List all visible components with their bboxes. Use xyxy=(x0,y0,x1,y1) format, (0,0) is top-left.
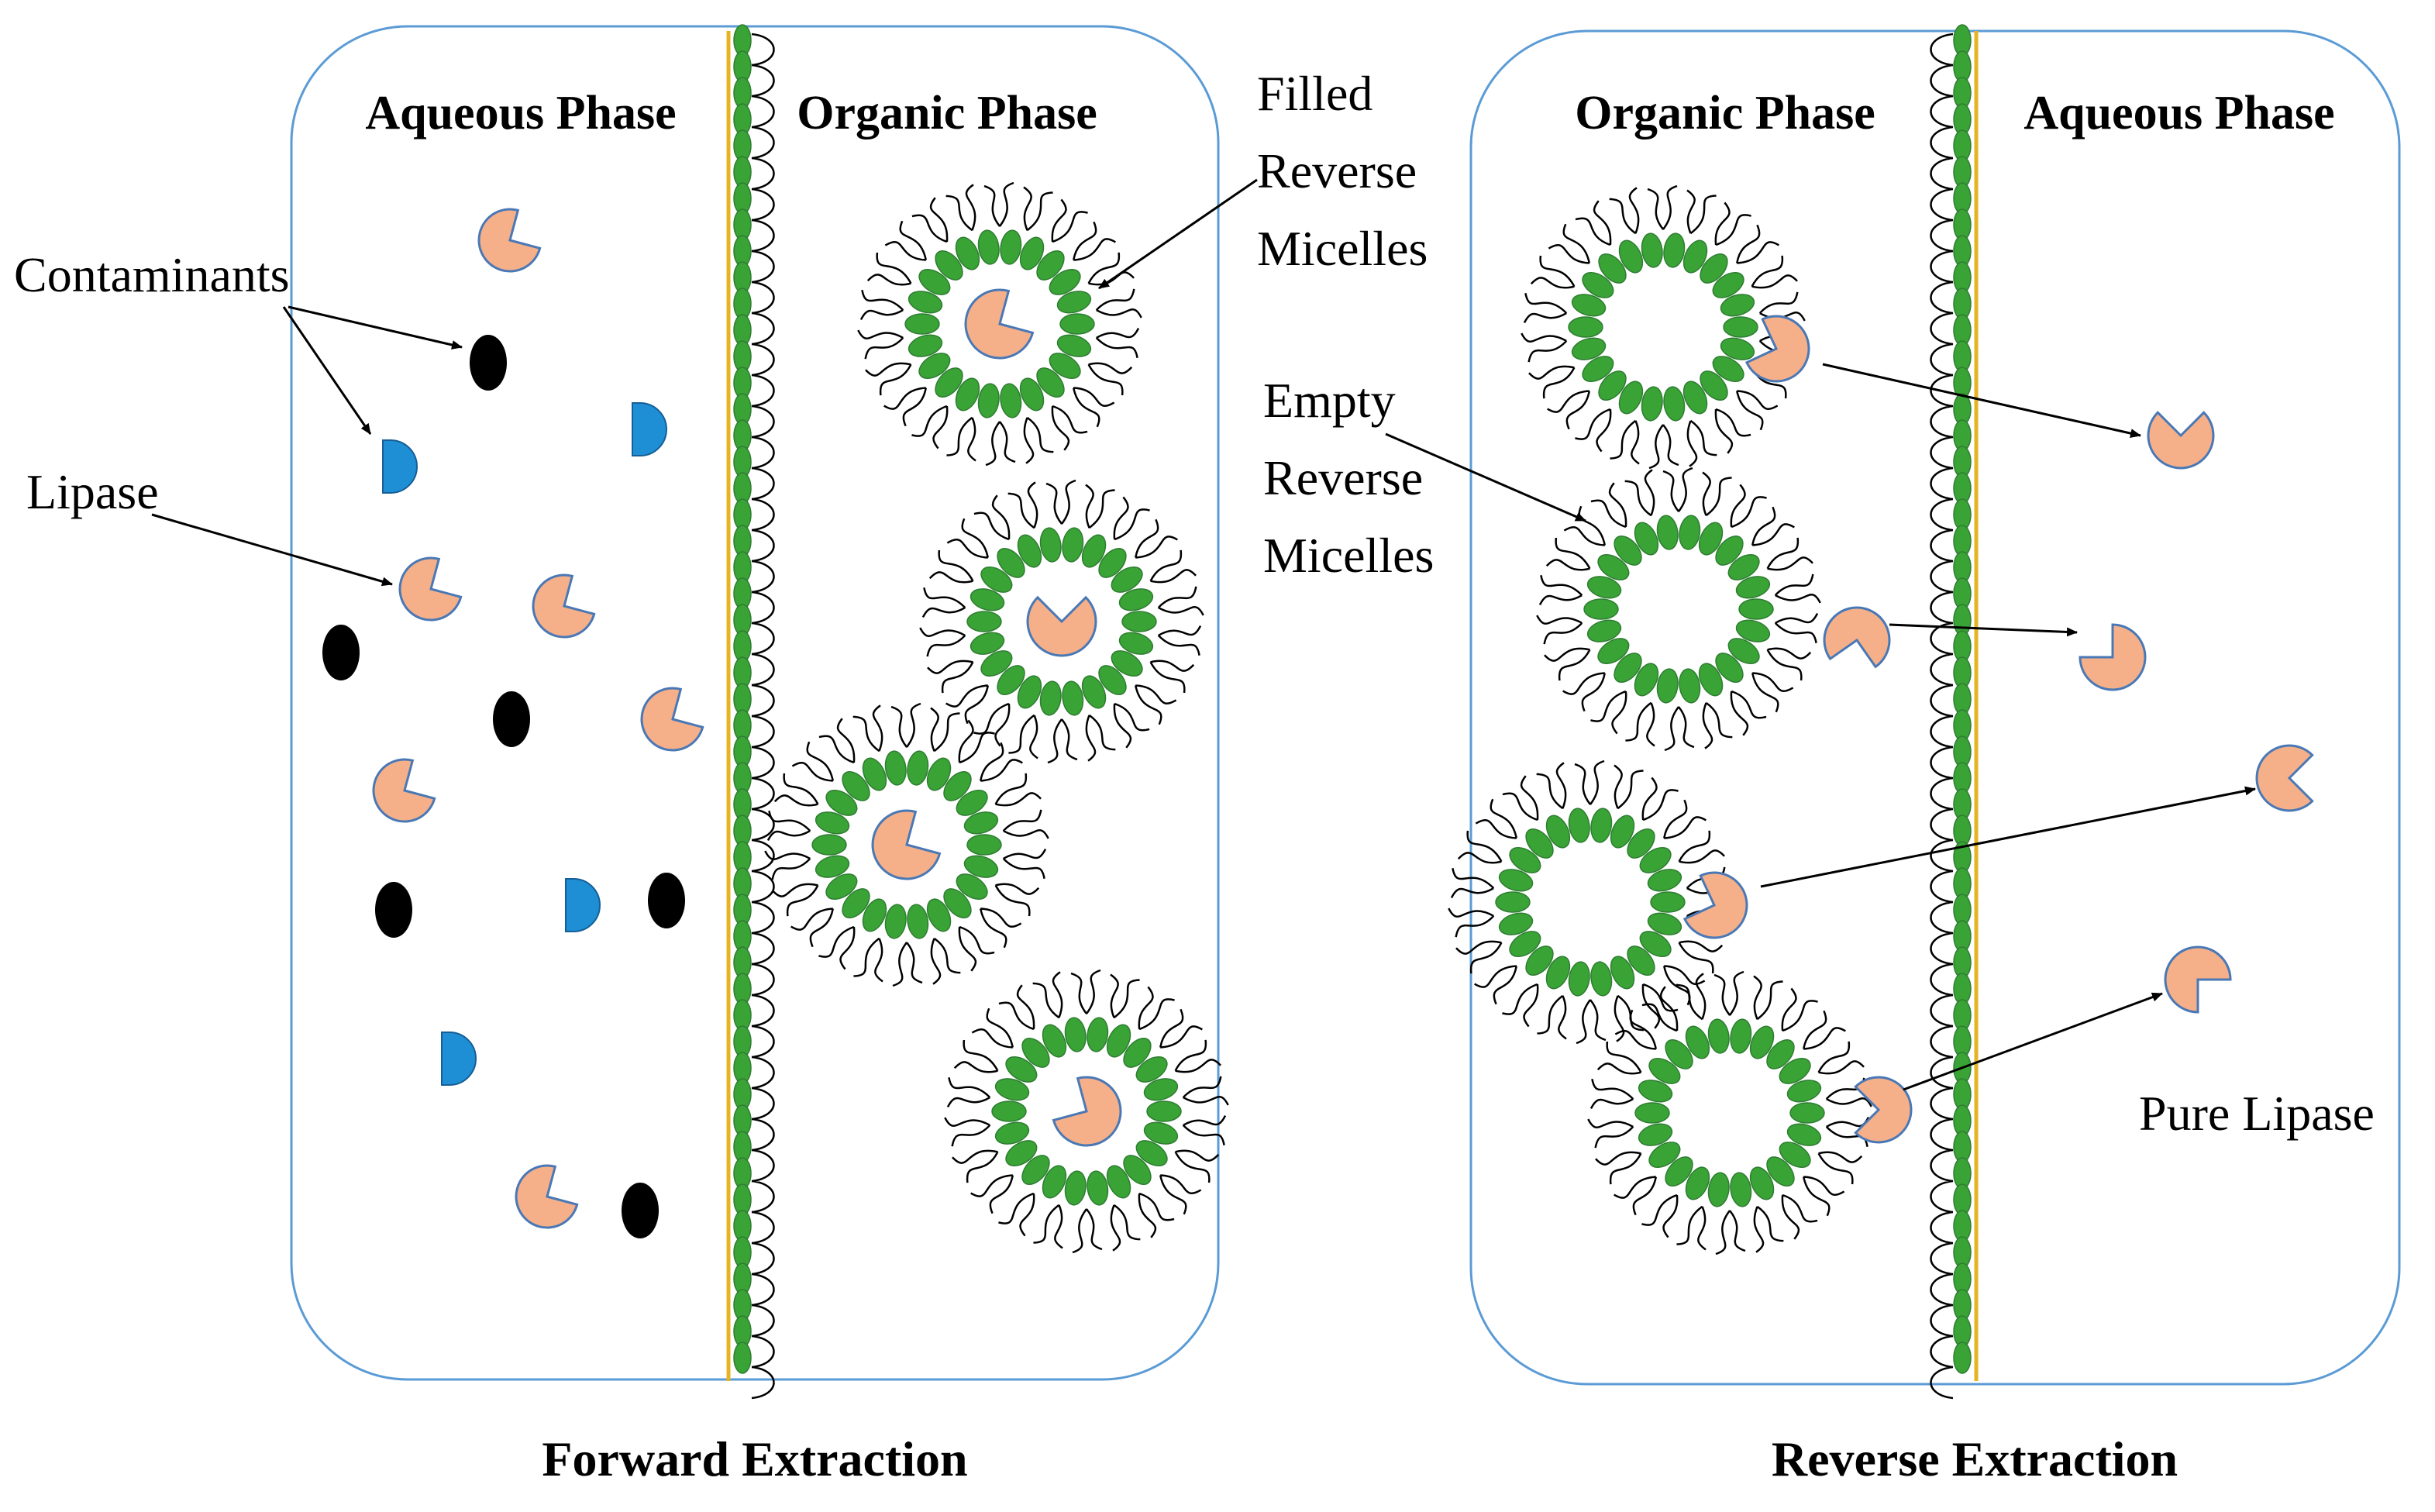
contaminants-arrow-black xyxy=(288,305,463,350)
forward-extraction-panel xyxy=(290,25,1220,1381)
surfactant-head xyxy=(1953,1342,1972,1374)
contaminant-black xyxy=(493,691,530,747)
pure-lipase-label: Pure Lipase xyxy=(2139,1086,2375,1141)
forward-interface-membrane xyxy=(726,24,775,1400)
contaminant-black xyxy=(322,625,360,680)
lipase-molecule xyxy=(871,809,942,880)
release-arrow-3 xyxy=(1760,786,2256,888)
contaminant-blue xyxy=(441,1032,477,1086)
filled-reverse-micelle xyxy=(944,969,1229,1254)
release-arrow-4 xyxy=(1903,992,2163,1091)
empty-micelles-label-line3: Micelles xyxy=(1263,528,1434,583)
reverse-aqueous-heading: Aqueous Phase xyxy=(2023,87,2334,139)
lipase-molecule xyxy=(1744,315,1810,383)
reverse-extraction-caption: Reverse Extraction xyxy=(1772,1431,2178,1486)
lipase-molecule xyxy=(477,208,542,273)
lipase-molecule xyxy=(640,687,704,752)
lipase-molecule xyxy=(1026,595,1097,657)
contaminant-black xyxy=(622,1183,659,1238)
forward-organic-heading: Organic Phase xyxy=(797,87,1097,139)
filled-reverse-micelle xyxy=(764,702,1049,987)
lipase-molecule xyxy=(372,758,436,823)
lipase-molecule xyxy=(1682,871,1748,939)
lipase-label: Lipase xyxy=(26,464,159,519)
contaminants-label: Contaminants xyxy=(14,247,290,302)
surfactant-head xyxy=(733,1342,752,1374)
lipase-molecule xyxy=(1052,1076,1122,1147)
reverse-interface-membrane xyxy=(1930,24,1979,1400)
filled-micelles-label-line2: Reverse xyxy=(1257,143,1417,198)
contaminant-black xyxy=(375,882,412,938)
lipase-arrow xyxy=(151,513,393,587)
forward-aqueous-heading: Aqueous Phase xyxy=(365,87,676,139)
forward-extraction-caption: Forward Extraction xyxy=(542,1431,967,1486)
empty-micelles-label-line2: Reverse xyxy=(1263,450,1423,505)
annotation-arrows xyxy=(151,178,2256,1091)
contaminants-arrow-blue xyxy=(282,306,372,435)
lipase-molecule xyxy=(1854,1076,1913,1144)
lipase-molecule xyxy=(2079,623,2147,691)
release-arrow-2 xyxy=(1889,623,2078,637)
lipase-molecule xyxy=(1823,606,1891,669)
filled-micelles-label-line1: Filled xyxy=(1257,66,1372,121)
reverse-organic-heading: Organic Phase xyxy=(1575,87,1875,139)
filled-micelles-label-line3: Micelles xyxy=(1257,221,1428,276)
filled-reverse-micelle xyxy=(857,181,1142,467)
release-arrow-1 xyxy=(1822,363,2141,439)
lipase-molecule xyxy=(2164,945,2232,1014)
contaminant-blue xyxy=(632,402,667,456)
contaminant-blue xyxy=(565,878,601,932)
lipase-molecule xyxy=(398,556,463,622)
lipase-molecule xyxy=(2255,744,2314,812)
contaminant-black xyxy=(648,873,685,928)
filled-micelles-arrow xyxy=(1098,178,1258,290)
empty-reverse-micelle xyxy=(1587,970,1872,1255)
empty-micelles-label-line1: Empty xyxy=(1263,373,1396,428)
contaminant-black xyxy=(470,335,507,391)
lipase-molecule xyxy=(2147,411,2215,470)
empty-reverse-micelle xyxy=(1536,467,1821,752)
filled-reverse-micelle xyxy=(919,479,1204,764)
lipase-molecule xyxy=(532,573,596,639)
contaminant-blue xyxy=(382,439,418,494)
lipase-molecule xyxy=(515,1164,579,1229)
empty-micelles-arrow xyxy=(1385,432,1586,522)
lipase-molecule xyxy=(964,288,1035,360)
